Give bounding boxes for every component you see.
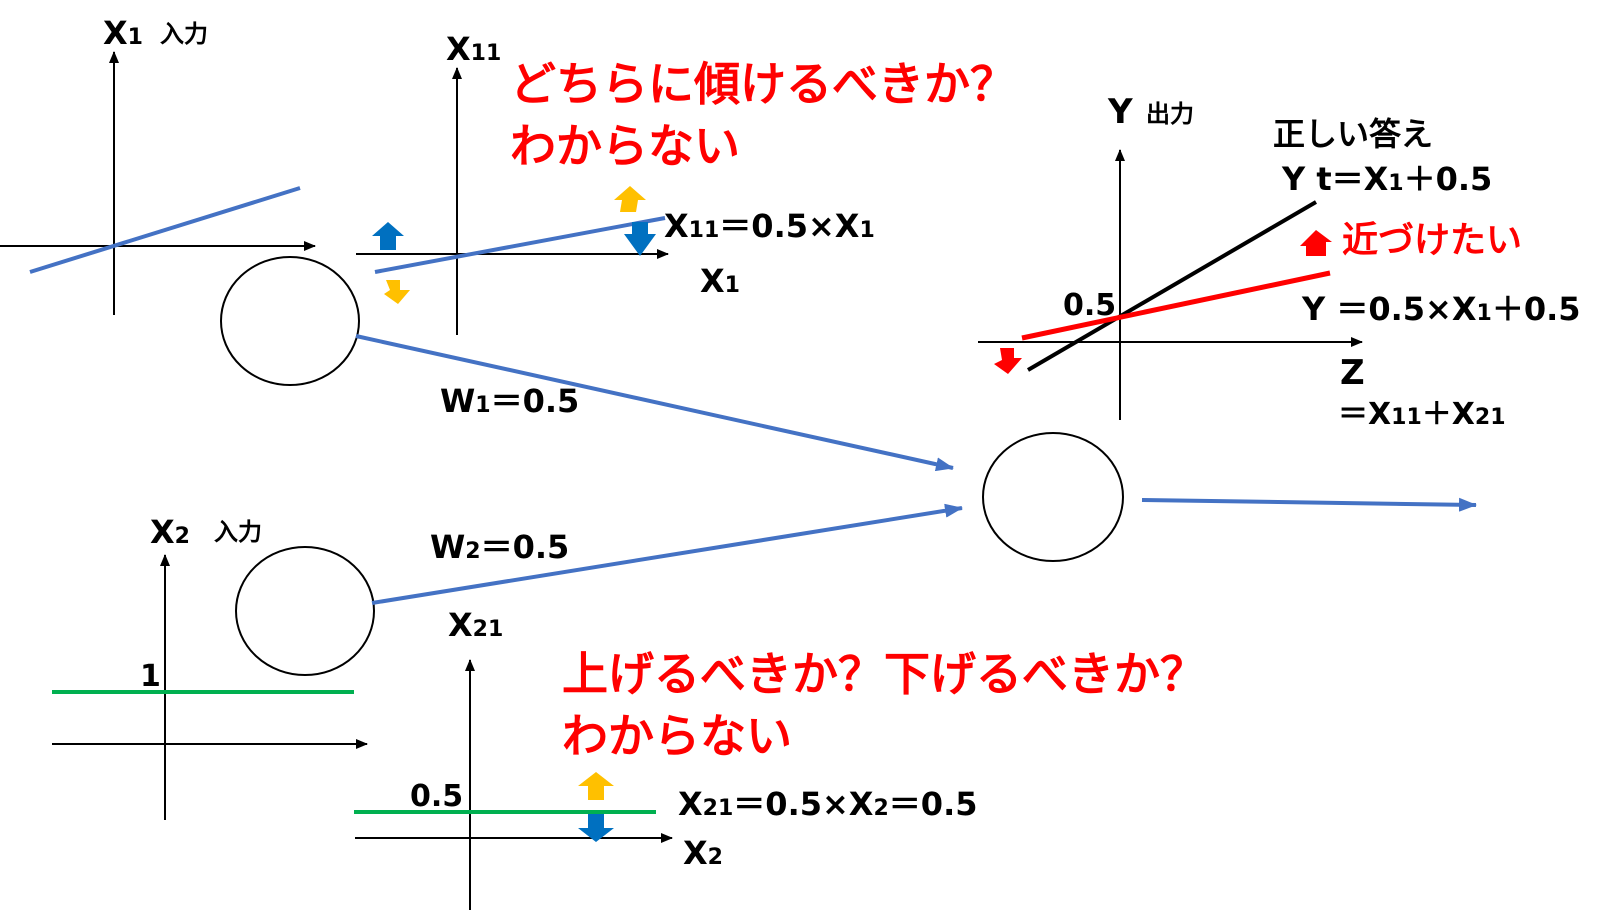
w1-label: W — [440, 382, 475, 420]
input1-plot: X1 入力 — [0, 14, 316, 315]
correct-answer-line — [1026, 200, 1318, 372]
input1-y-label: X — [103, 14, 128, 52]
output-y-note: 出力 — [1146, 100, 1194, 128]
svg-text:＝X11＋X21: ＝X11＋X21 — [1338, 397, 1506, 432]
plot11-question-line2: わからない — [510, 119, 740, 173]
plot21-level-label: 0.5 — [410, 779, 463, 814]
plot11-y-label: X — [446, 30, 471, 68]
w2-sub: 2 — [465, 539, 480, 564]
svg-text:X2: X2 — [683, 834, 723, 872]
plot21-y-sub: 21 — [473, 617, 504, 642]
plot11-y-sub: 11 — [471, 41, 502, 66]
input2-y-note: 入力 — [214, 518, 262, 546]
plot11: X11 X1 X11＝0.5×X1 どちらに傾けるべきか？ わからない — [356, 30, 1016, 335]
svg-text:X2: X2 — [150, 513, 190, 551]
svg-text:W2＝0.5: W2＝0.5 — [430, 528, 569, 566]
plot11-x-label: X — [700, 262, 725, 300]
output-node — [982, 432, 1124, 562]
plot21-question-line1: 上げるべきか？下げるべきか？ — [562, 647, 1206, 701]
correct-eq-a: Y t＝X — [1281, 160, 1389, 198]
up-arrow-icon — [578, 772, 614, 800]
svg-text:X21＝0.5×X2＝0.5: X21＝0.5×X2＝0.5 — [678, 785, 978, 823]
down-right-arrow-icon — [384, 280, 410, 304]
output-y-label: Y — [1107, 92, 1133, 132]
correct-answer-title: 正しい答え — [1273, 115, 1433, 153]
plot21: X21 X2 0.5 X21＝0.5×X2＝0.5 上げるべきか？下げるべきか？… — [354, 606, 1206, 910]
w1-value: ＝0.5 — [491, 382, 580, 420]
plot11-eq-sub-a: 11 — [689, 218, 720, 243]
down-arrow-icon — [578, 814, 614, 842]
plot21-eq-mid: ＝0.5×X — [733, 785, 874, 823]
w2-label: W — [430, 528, 465, 566]
svg-text:Y ＝0.5×X1＋0.5: Y ＝0.5×X1＋0.5 — [1301, 290, 1581, 328]
output-connection — [1141, 497, 1477, 512]
current-eq-sub: 1 — [1477, 301, 1492, 326]
svg-text:Y t＝X1＋0.5: Y t＝X1＋0.5 — [1281, 160, 1492, 198]
output-plot: Y 出力 Z ＝X11＋X21 0.5 正しい答え Y t＝X1＋0.5 近づけ… — [978, 92, 1581, 432]
svg-text:X1: X1 — [103, 14, 143, 52]
plot11-line — [374, 216, 666, 274]
output-x-label: Z — [1340, 353, 1365, 393]
plot11-eq-mid: ＝0.5×X — [719, 207, 860, 245]
plot11-eq-a: X — [664, 207, 689, 245]
down-arrow-icon — [994, 348, 1022, 374]
up-arrow-icon — [372, 222, 404, 250]
plot11-x-sub: 1 — [725, 273, 740, 298]
plot21-question-line2: わからない — [562, 709, 792, 763]
output-x-eq-sub2: 21 — [1475, 405, 1506, 430]
output-intercept-label: 0.5 — [1063, 288, 1116, 323]
current-eq-a: Y ＝0.5×X — [1301, 290, 1477, 328]
input2-y-sub: 2 — [175, 524, 190, 549]
svg-text:W1＝0.5: W1＝0.5 — [440, 382, 579, 420]
plot21-x-sub: 2 — [708, 845, 723, 870]
weight1-connection — [355, 334, 954, 472]
up-arrow-icon — [614, 186, 646, 212]
input-node-1 — [220, 256, 360, 386]
up-arrow-icon — [1300, 230, 1332, 256]
input-node-2 — [235, 546, 375, 676]
output-x-eq-a: ＝X — [1338, 397, 1391, 432]
svg-text:X11＝0.5×X1: X11＝0.5×X1 — [664, 207, 875, 245]
plot21-eq-tail: ＝0.5 — [889, 785, 978, 823]
input2-plot: X2 入力 1 — [52, 513, 368, 820]
svg-text:X21: X21 — [448, 606, 503, 644]
approach-text: 近づけたい — [1342, 220, 1522, 261]
input2-level-label: 1 — [140, 659, 161, 694]
output-x-eq-sub1: 11 — [1391, 405, 1422, 430]
current-eq-b: ＋0.5 — [1492, 290, 1581, 328]
plot21-eq-a: X — [678, 785, 703, 823]
input1-line — [29, 186, 301, 274]
down-arrow-icon — [624, 222, 656, 256]
svg-text:X11: X11 — [446, 30, 501, 68]
input2-y-label: X — [150, 513, 175, 551]
input1-y-note: 入力 — [160, 20, 208, 48]
w1-sub: 1 — [475, 393, 490, 418]
output-x-eq-b: ＋X — [1422, 397, 1475, 432]
plot21-y-label: X — [448, 606, 473, 644]
plot11-eq-sub-b: 1 — [859, 218, 874, 243]
input1-y-sub: 1 — [128, 25, 143, 50]
plot21-eq-sub-b: 2 — [873, 796, 888, 821]
plot11-question-line1: どちらに傾けるべきか？ — [510, 57, 1016, 111]
weight2-connection — [371, 503, 963, 605]
w2-value: ＝0.5 — [481, 528, 570, 566]
correct-eq-b: ＋0.5 — [1404, 160, 1493, 198]
plot21-x-label: X — [683, 834, 708, 872]
svg-text:X1: X1 — [700, 262, 740, 300]
current-output-line — [1021, 270, 1331, 341]
correct-eq-sub: 1 — [1388, 171, 1403, 196]
plot21-eq-sub-a: 21 — [703, 796, 734, 821]
